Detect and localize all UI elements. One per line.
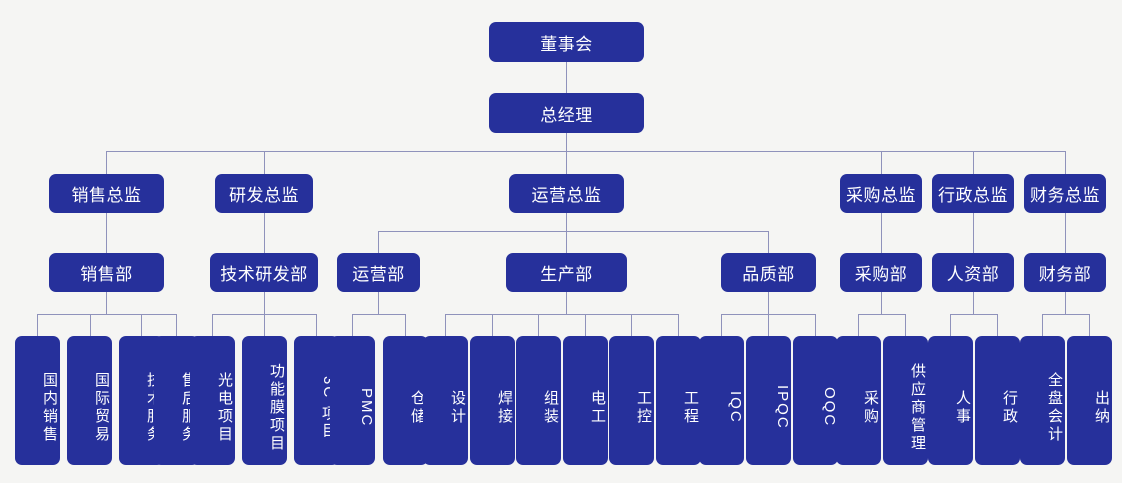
connector-bus-to-admin-director	[973, 151, 974, 175]
connector-admin-director-to-dept	[973, 212, 974, 254]
connector-leaf-drop-welding	[492, 314, 493, 336]
node-hr-department[interactable]: 人资部	[932, 253, 1014, 292]
node-international-trade[interactable]: 国际贸易	[67, 336, 112, 465]
node-rd-department[interactable]: 技术研发部	[210, 253, 318, 292]
connector-leaf-drop-administration	[997, 314, 998, 336]
connector-bus-to-purchasing-director	[881, 151, 882, 175]
connector-leaf-drop-oqc	[815, 314, 816, 336]
connector-rd-director-to-dept	[264, 212, 265, 254]
connector-production-dept-down	[566, 291, 567, 314]
connector-quality-dept-down	[768, 291, 769, 314]
node-optoelectronic-project[interactable]: 光电项目	[190, 336, 235, 465]
connector-ops-bus-to-ops-dept	[378, 231, 379, 254]
node-iqc[interactable]: IQC	[699, 336, 744, 465]
connector-leaf-drop-design	[445, 314, 446, 336]
connector-ops-dept-down	[378, 291, 379, 314]
connector-purchasing-director-to-dept	[881, 212, 882, 254]
connector-leaf-drop-assembly	[538, 314, 539, 336]
connector-ops-leaf-bus	[352, 314, 405, 315]
node-assembly[interactable]: 组装	[516, 336, 561, 465]
node-pmc[interactable]: PMC	[330, 336, 375, 465]
connector-leaf-drop-domestic-sales	[37, 314, 38, 336]
node-personnel[interactable]: 人事	[928, 336, 973, 465]
node-engineering[interactable]: 工程	[656, 336, 701, 465]
connector-bus-to-ops-director	[566, 151, 567, 175]
node-purchasing-department[interactable]: 采购部	[840, 253, 922, 292]
node-operations-department[interactable]: 运营部	[337, 253, 420, 292]
connector-leaf-drop-pmc	[352, 314, 353, 336]
connector-ops-bus	[378, 231, 768, 232]
connector-ops-bus-to-quality-dept	[768, 231, 769, 254]
node-electrician[interactable]: 电工	[563, 336, 608, 465]
connector-purchasing-leaf-bus	[858, 314, 905, 315]
node-rd-director[interactable]: 研发总监	[215, 174, 313, 213]
connector-gm-down	[566, 128, 567, 151]
node-ipqc[interactable]: IPQC	[746, 336, 791, 465]
connector-hr-leaf-bus	[950, 314, 997, 315]
connector-leaf-drop-warehouse	[405, 314, 406, 336]
connector-bus-to-sales-director	[106, 151, 107, 175]
node-full-accounting[interactable]: 全盘会计	[1020, 336, 1065, 465]
node-supplier-management[interactable]: 供应商管理	[883, 336, 928, 465]
connector-bus-to-finance-director	[1065, 151, 1066, 175]
connector-sales-director-to-dept	[106, 212, 107, 254]
node-industrial-control[interactable]: 工控	[609, 336, 654, 465]
connector-bus-to-rd-director	[264, 151, 265, 175]
node-general-manager[interactable]: 总经理	[489, 93, 644, 133]
node-board-of-directors[interactable]: 董事会	[489, 22, 644, 62]
node-administration-director[interactable]: 行政总监	[932, 174, 1014, 213]
node-quality-department[interactable]: 品质部	[721, 253, 816, 292]
connector-leaf-drop-3c	[316, 314, 317, 336]
connector-finance-dept-down	[1065, 291, 1066, 314]
node-finance-department[interactable]: 财务部	[1024, 253, 1106, 292]
node-sales-director[interactable]: 销售总监	[49, 174, 164, 213]
connector-finance-leaf-bus	[1042, 314, 1089, 315]
connector-leaf-drop-cashier	[1089, 314, 1090, 336]
node-production-department[interactable]: 生产部	[506, 253, 627, 292]
connector-leaf-drop-industrial-control	[631, 314, 632, 336]
connector-leaf-drop-engineering	[678, 314, 679, 336]
connector-leaf-drop-tech-service	[141, 314, 142, 336]
connector-leaf-drop-optoelectronic	[212, 314, 213, 336]
connector-rd-dept-down	[264, 291, 265, 314]
node-sales-department[interactable]: 销售部	[49, 253, 164, 292]
node-warehouse[interactable]: 仓储	[383, 336, 428, 465]
connector-leaf-drop-full-accounting	[1042, 314, 1043, 336]
connector-sales-dept-down	[106, 291, 107, 314]
connector-leaf-drop-iqc	[721, 314, 722, 336]
node-welding[interactable]: 焊接	[470, 336, 515, 465]
connector-leaf-drop-ipqc	[768, 314, 769, 336]
connector-leaf-drop-functional-film	[264, 314, 265, 336]
node-domestic-sales[interactable]: 国内销售	[15, 336, 60, 465]
node-oqc[interactable]: OQC	[793, 336, 838, 465]
node-functional-film-project[interactable]: 功能膜项目	[242, 336, 287, 465]
connector-leaf-drop-purchase	[858, 314, 859, 336]
connector-leaf-drop-supplier-mgmt	[905, 314, 906, 336]
connector-director-bus	[106, 151, 1066, 152]
connector-leaf-drop-after-sales	[176, 314, 177, 336]
node-cashier[interactable]: 出纳	[1067, 336, 1112, 465]
connector-purchasing-dept-down	[881, 291, 882, 314]
connector-leaf-drop-intl-trade	[90, 314, 91, 336]
connector-ops-bus-to-production-dept	[566, 231, 567, 254]
connector-finance-director-to-dept	[1065, 212, 1066, 254]
connector-leaf-drop-personnel	[950, 314, 951, 336]
node-finance-director[interactable]: 财务总监	[1024, 174, 1106, 213]
connector-sales-leaf-bus	[37, 314, 176, 315]
node-design[interactable]: 设计	[423, 336, 468, 465]
connector-hr-dept-down	[973, 291, 974, 314]
node-administration-team[interactable]: 行政	[975, 336, 1020, 465]
connector-production-leaf-bus	[445, 314, 678, 315]
connector-ops-director-down	[566, 212, 567, 231]
node-purchasing-director[interactable]: 采购总监	[840, 174, 922, 213]
node-operations-director[interactable]: 运营总监	[509, 174, 624, 213]
connector-board-to-gm	[566, 61, 567, 94]
connector-leaf-drop-electrician	[585, 314, 586, 336]
node-purchase-team[interactable]: 采购	[836, 336, 881, 465]
